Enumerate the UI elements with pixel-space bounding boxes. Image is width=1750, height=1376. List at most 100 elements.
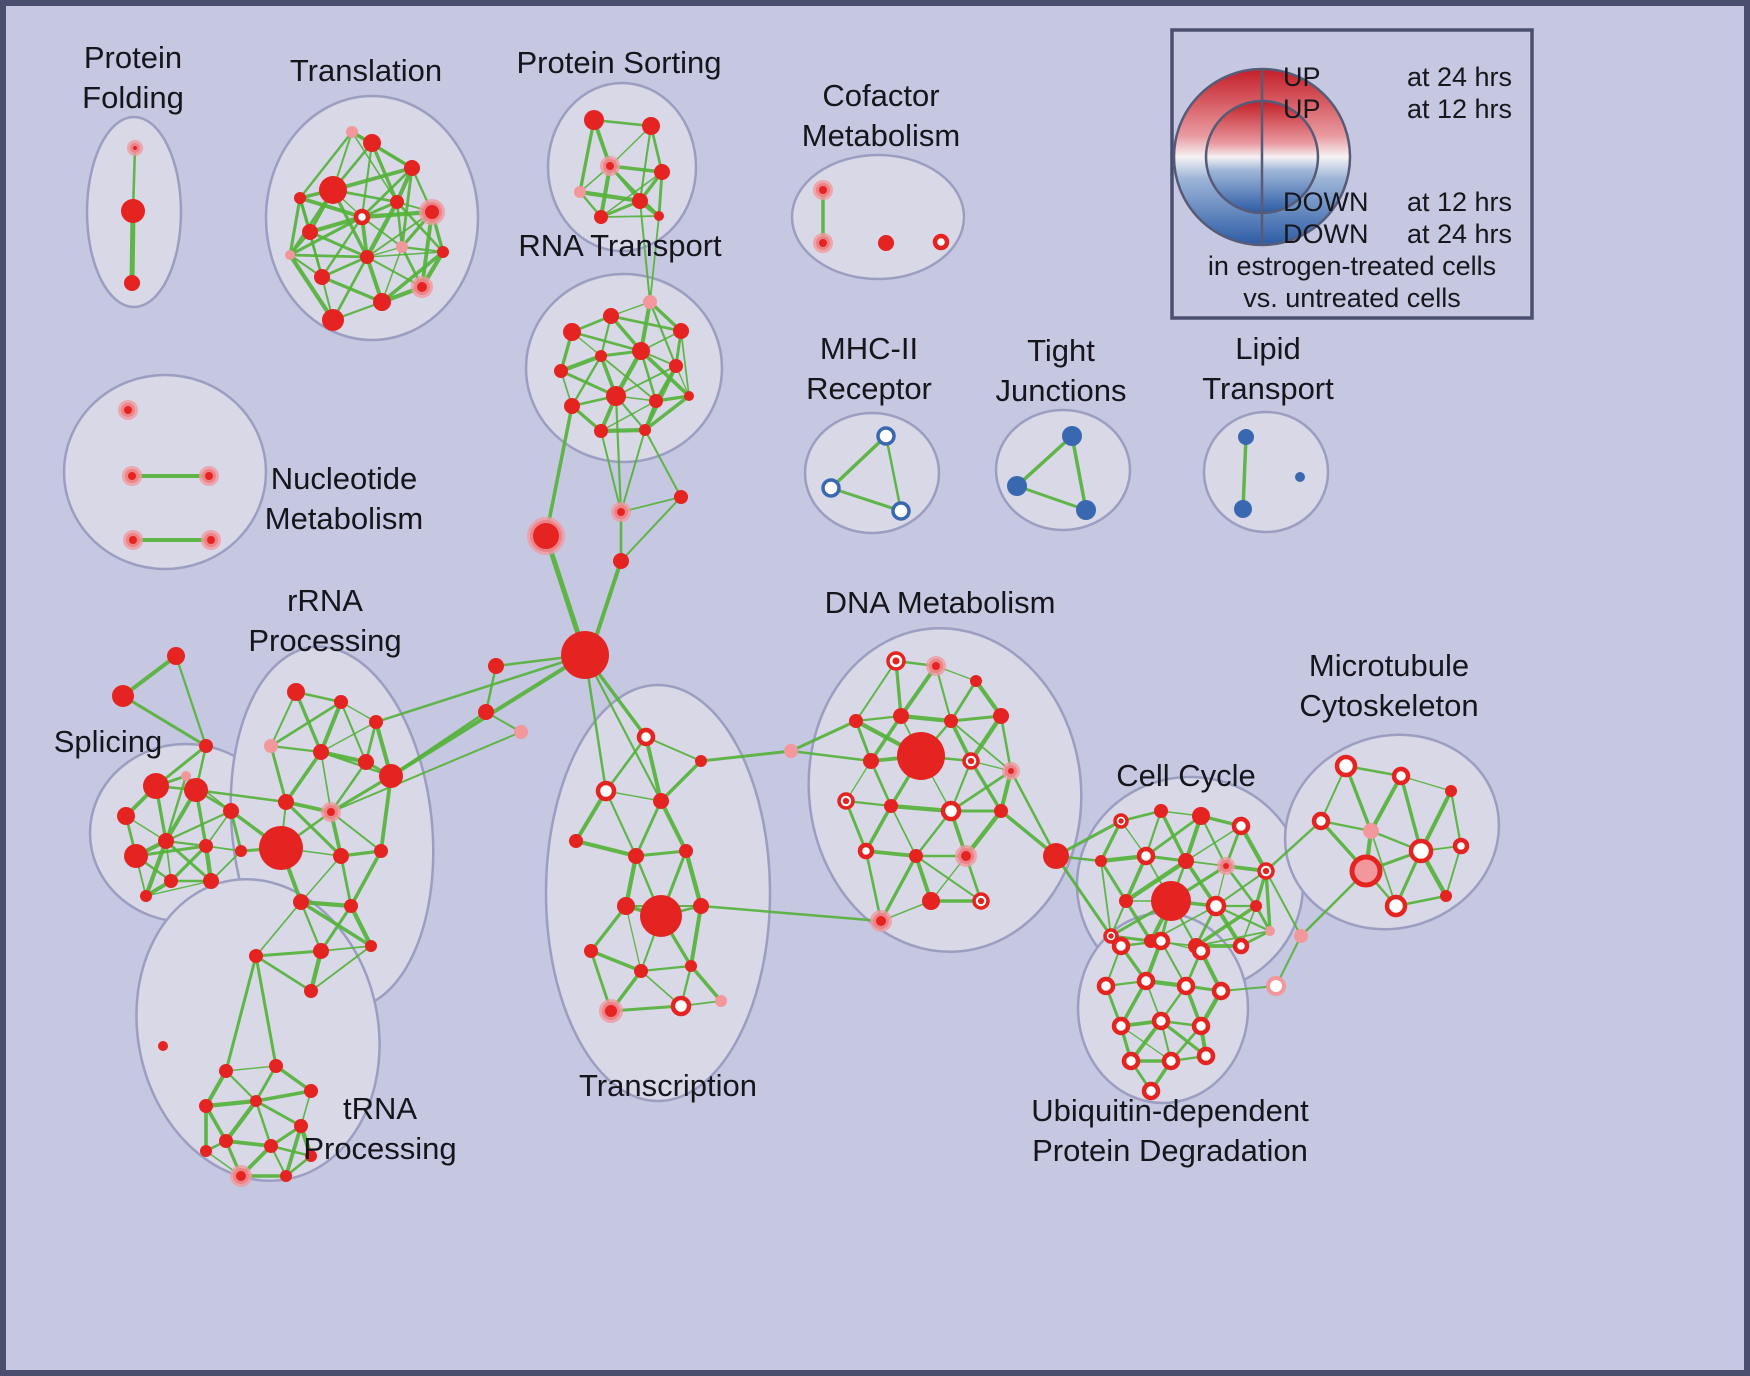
trna-processing-node: [219, 1064, 233, 1078]
transcription-node: [670, 995, 692, 1017]
rrna-processing-node: [293, 894, 309, 910]
cofactor-metabolism-node: [813, 180, 833, 200]
rrna-processing-node: [313, 744, 329, 760]
rna-transport-node: [563, 323, 581, 341]
dna-metabolism-edge: [855, 660, 897, 722]
nodes-layer: [112, 110, 1470, 1187]
ubiquitin-degradation-label: Ubiquitin-dependent: [1031, 1093, 1309, 1128]
tight-junctions-label: Tight: [1027, 333, 1095, 368]
mhc-ii-receptor-cluster-ellipse: [803, 411, 941, 535]
translation-node: [363, 134, 381, 152]
transcription-edge: [644, 736, 663, 802]
ubiquitin-degradation-node: [1151, 1011, 1171, 1031]
dna-metabolism-edge: [879, 855, 918, 922]
rrna-processing-node: [369, 715, 383, 729]
lipid-transport-edge: [1241, 436, 1248, 510]
transcription-edge: [605, 790, 637, 857]
splicing-node: [235, 845, 247, 857]
translation-edge: [299, 196, 363, 219]
dna-metabolism-edge: [869, 760, 893, 807]
inter-cluster-edge: [121, 654, 178, 698]
rna-transport-edge: [680, 330, 690, 397]
protein-sorting-node: [600, 156, 620, 176]
rrna-processing-node: [344, 899, 358, 913]
connectors-node: [613, 553, 629, 569]
trna-processing-node: [219, 1134, 233, 1148]
inter-cluster-edge: [790, 749, 872, 763]
inter-cluster-edge: [330, 731, 522, 813]
dna-metabolism-node: [970, 675, 982, 687]
trna-processing-edge: [225, 1139, 272, 1148]
ubiquitin-degradation-node: [1111, 936, 1131, 956]
trna-processing-node: [304, 1084, 318, 1098]
cofactor-metabolism-node: [932, 233, 950, 251]
cell-cycle-node: [1205, 895, 1227, 917]
splicing-node: [124, 844, 148, 868]
ubiquitin-degradation-edge: [1159, 1019, 1208, 1058]
mhc-ii-receptor-edge: [884, 435, 903, 512]
cell-cycle-node: [1095, 855, 1107, 867]
rna-transport-node: [554, 364, 568, 378]
nucleotide-metabolism-label: Metabolism: [265, 501, 424, 536]
ubiquitin-degradation-node: [1191, 941, 1211, 961]
mhc-ii-receptor-edge: [830, 486, 902, 513]
protein-sorting-node: [584, 110, 604, 130]
rrna-processing-edge: [320, 750, 392, 778]
translation-edge: [289, 253, 368, 259]
splicing-node: [117, 807, 135, 825]
cell-cycle-node: [1192, 807, 1210, 825]
cell-cycle-node: [1178, 853, 1194, 869]
transcription-node: [679, 844, 693, 858]
transcription-node: [636, 727, 656, 747]
legend-down-24-label: DOWN: [1283, 219, 1368, 249]
mhc-ii-receptor-label: MHC-II: [820, 331, 918, 366]
tight-junctions-edge: [1016, 484, 1087, 512]
splicing-edge: [165, 810, 232, 842]
translation-edge: [401, 245, 444, 254]
inter-cluster-edge: [584, 654, 662, 802]
translation-label: Translation: [290, 53, 442, 88]
inter-cluster-edge: [390, 710, 487, 778]
connectors-node: [1266, 976, 1286, 996]
rrna-processing-node: [321, 802, 341, 822]
splicing-edge: [165, 839, 212, 883]
translation-edge: [366, 211, 433, 258]
trna-processing-node: [250, 1095, 262, 1107]
dna-metabolism-label: DNA Metabolism: [825, 585, 1056, 620]
microtubule-cytoskeleton-edge: [1449, 790, 1463, 847]
legend-caption-line2: vs. untreated cells: [1243, 283, 1461, 313]
inter-cluster-edge: [614, 395, 623, 513]
rrna-processing-edge: [320, 945, 372, 952]
translation-edge: [321, 216, 363, 278]
translation-edge: [370, 142, 399, 203]
trna-processing-edge: [275, 1064, 312, 1093]
nucleotide-metabolism-node: [201, 530, 221, 550]
legend-down-24-time: at 24 hrs: [1407, 219, 1512, 249]
inter-cluster-edge: [639, 200, 651, 303]
microtubule-cytoskeleton-label: Cytoskeleton: [1299, 688, 1478, 723]
ubiquitin-degradation-node: [1141, 1081, 1161, 1101]
nucleotide-metabolism-cluster-ellipse: [62, 373, 268, 571]
connectors-node: [514, 725, 528, 739]
trna-processing-label: tRNA: [343, 1091, 417, 1126]
translation-node: [302, 224, 318, 240]
transcription-node: [693, 898, 709, 914]
trna-processing-edge: [254, 1100, 273, 1147]
ubiquitin-degradation-node: [1191, 1016, 1211, 1036]
microtubule-cytoskeleton-edge: [1369, 775, 1403, 832]
splicing-node: [164, 874, 178, 888]
rrna-processing-node: [278, 794, 294, 810]
lipid-transport-node: [1295, 472, 1305, 482]
rna-transport-node: [684, 391, 694, 401]
inter-cluster-edge: [790, 719, 857, 753]
cell-cycle-node: [1265, 926, 1275, 936]
legend-caption-line1: in estrogen-treated cells: [1208, 251, 1496, 281]
rna-transport-node: [649, 394, 663, 408]
trna-processing-node: [230, 1165, 252, 1187]
cell-cycle-edge: [1185, 825, 1242, 862]
transcription-edge: [604, 736, 648, 792]
translation-node: [404, 160, 420, 176]
rrna-processing-node: [304, 984, 318, 998]
cell-cycle-edge: [1100, 860, 1112, 937]
